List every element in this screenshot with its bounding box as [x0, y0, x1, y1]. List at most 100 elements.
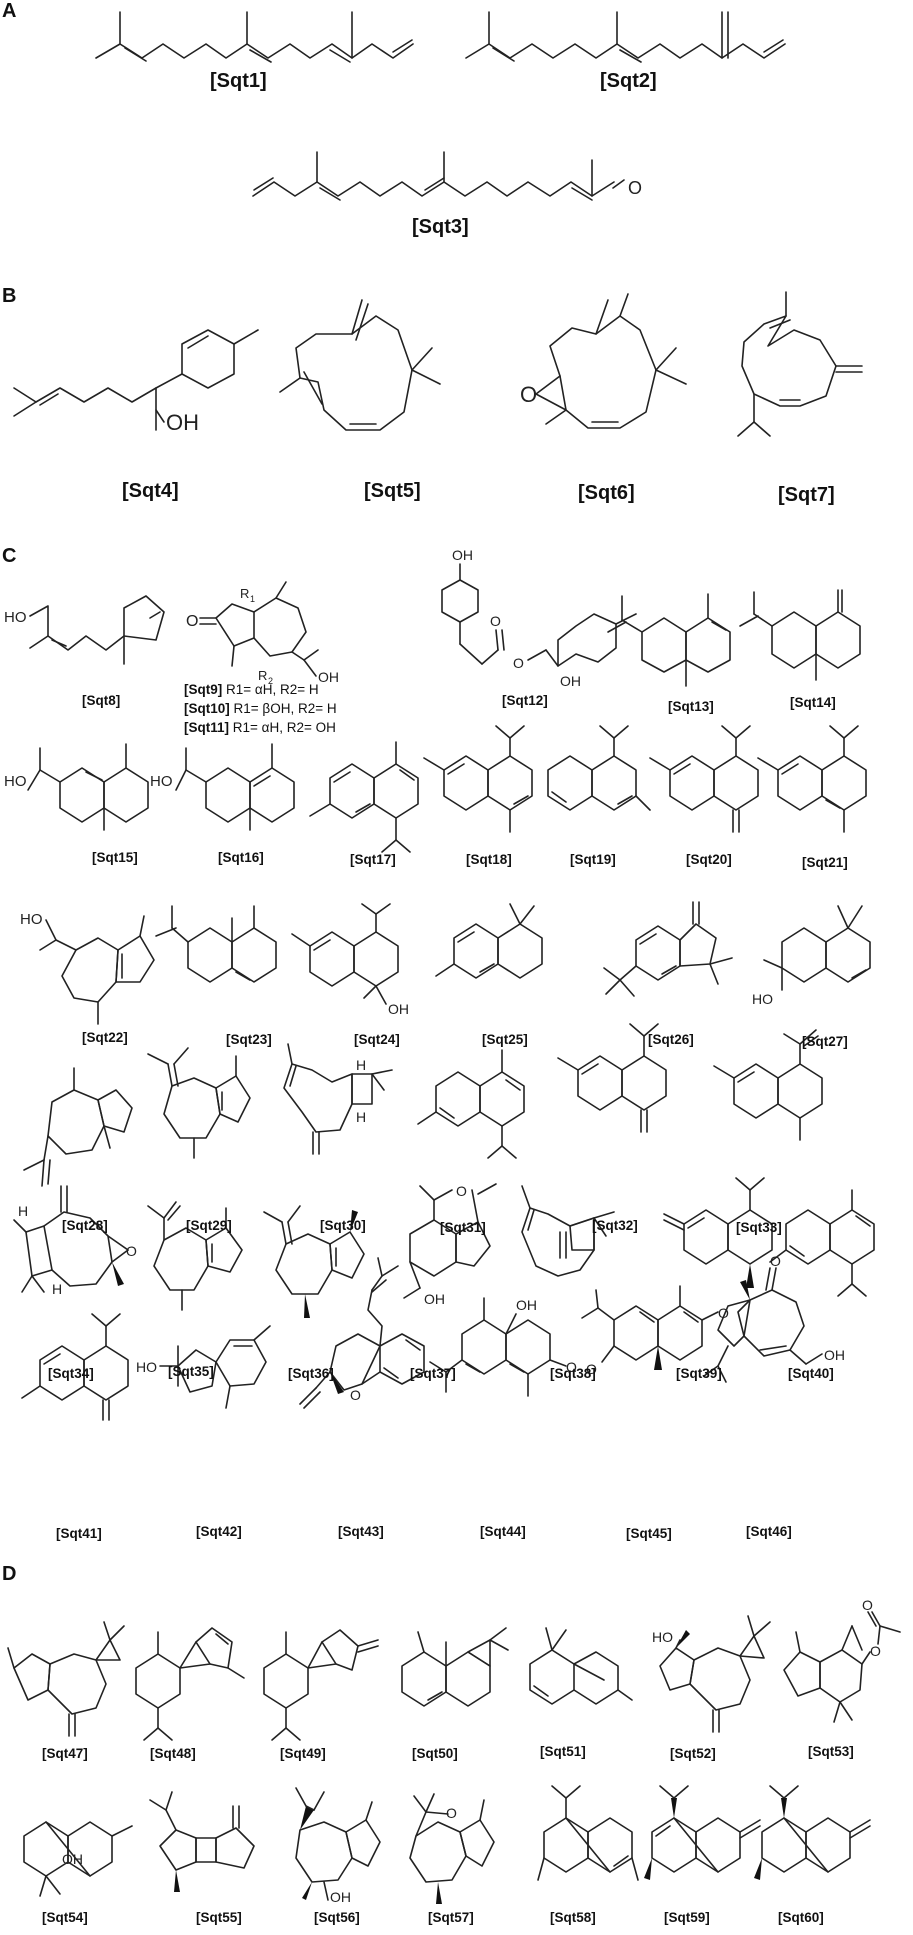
compound-label-sqt31: [Sqt31] — [440, 1220, 486, 1235]
structure-sqt16: HO — [150, 743, 295, 831]
structure-sqt59 — [644, 1785, 761, 1880]
compound-label-sqt12: [Sqt12] — [502, 693, 548, 708]
compound-label-sqt42: [Sqt42] — [196, 1524, 242, 1539]
compound-label-sqt54: [Sqt54] — [42, 1910, 88, 1925]
compound-label-sqt28: [Sqt28] — [62, 1218, 108, 1233]
compound-label-sqt22: [Sqt22] — [82, 1030, 128, 1045]
atom-o: O — [870, 1643, 881, 1659]
structure-sqt60 — [754, 1785, 871, 1880]
compound-label-sqt43: [Sqt43] — [338, 1524, 384, 1539]
atom-oh: OH — [424, 1291, 445, 1307]
compound-label-sqt7: [Sqt7] — [778, 484, 835, 506]
compound-label-sqt50: [Sqt50] — [412, 1746, 458, 1761]
atom-oh: OH — [388, 1001, 409, 1017]
compound-label-sqt19: [Sqt19] — [570, 852, 616, 867]
compound-label-sqt40: [Sqt40] — [788, 1366, 834, 1381]
atom-o: O — [186, 613, 198, 630]
compound-label-sqt29: [Sqt29] — [186, 1218, 232, 1233]
atom-oh: OH — [330, 1889, 351, 1905]
structure-sqt14 — [739, 589, 861, 681]
compound-label-sqt25: [Sqt25] — [482, 1032, 528, 1047]
compound-label-sqt1: [Sqt1] — [210, 70, 267, 92]
compound-label-sqt37: [Sqt37] — [410, 1366, 456, 1381]
compound-label-sqt39: [Sqt39] — [676, 1366, 722, 1381]
compound-label-sqt23: [Sqt23] — [226, 1032, 272, 1047]
structure-sqt54: OH — [23, 1821, 133, 1897]
structure-sqt22: HO — [20, 911, 155, 1025]
structure-sqt48 — [135, 1627, 245, 1741]
structure-sqt5 — [279, 299, 441, 431]
variant-description: R1= αH, R2= OH — [232, 720, 336, 735]
structure-sqt4: OH — [13, 329, 259, 435]
structure-sqt20 — [649, 725, 759, 833]
compound-label-sqt5: [Sqt5] — [364, 480, 421, 502]
compound-label-sqt59: [Sqt59] — [664, 1910, 710, 1925]
structure-sqt8: HO — [4, 595, 165, 665]
atom-oh: OH — [824, 1347, 845, 1363]
compound-label-sqt17: [Sqt17] — [350, 852, 396, 867]
compound-label-sqt16: [Sqt16] — [218, 850, 264, 865]
compound-label-sqt18: [Sqt18] — [466, 852, 512, 867]
structure-sqt13 — [607, 593, 731, 687]
structure-sqt2 — [465, 11, 786, 63]
compound-label-sqt51: [Sqt51] — [540, 1744, 586, 1759]
compound-label-sqt46: [Sqt46] — [746, 1524, 792, 1539]
section-label-d: D — [2, 1563, 17, 1585]
structure-sqt26 — [603, 901, 733, 997]
compound-label-sqt48: [Sqt48] — [150, 1746, 196, 1761]
structure-sqt49 — [263, 1629, 379, 1741]
structure-sqt25 — [435, 903, 543, 979]
atom-o: O — [718, 1305, 729, 1321]
atom-r1: R — [240, 586, 249, 601]
compound-label-sqt32: [Sqt32] — [592, 1218, 638, 1233]
structure-sqt12: OH O O OH — [441, 547, 637, 689]
compound-label-sqt56: [Sqt56] — [314, 1910, 360, 1925]
structure-sqt7 — [737, 291, 863, 437]
structure-sqt52: HO — [652, 1615, 771, 1733]
compound-label-sqt13: [Sqt13] — [668, 699, 714, 714]
atom-ho: HO — [136, 1359, 157, 1375]
atom-oh: OH — [62, 1851, 83, 1867]
structure-sqt21 — [757, 725, 867, 833]
atom-ho: HO — [150, 773, 173, 790]
atom-oh: OH — [166, 410, 199, 435]
atom-o: O — [490, 613, 501, 629]
atom-o: O — [350, 1387, 361, 1403]
compound-label-sqt36: [Sqt36] — [288, 1366, 334, 1381]
compound-label-sqt45: [Sqt45] — [626, 1526, 672, 1541]
atom-oh: OH — [516, 1297, 537, 1313]
atom-ho: HO — [20, 911, 43, 928]
variant-list-sqt9-11: [Sqt9] R1= αH, R2= H [Sqt10] R1= βOH, R2… — [184, 680, 337, 737]
section-label-b: B — [2, 285, 17, 307]
compound-label-sqt35: [Sqt35] — [168, 1364, 214, 1379]
atom-h: H — [356, 1057, 366, 1073]
structure-sqt45: O O — [581, 1285, 729, 1377]
structure-sqt27: HO — [752, 905, 871, 1007]
structure-sqt1 — [95, 11, 414, 63]
variant-label: [Sqt11] — [184, 720, 230, 735]
compound-label-sqt26: [Sqt26] — [648, 1032, 694, 1047]
compound-label-sqt57: [Sqt57] — [428, 1910, 474, 1925]
compound-label-sqt30: [Sqt30] — [320, 1218, 366, 1233]
compound-label-sqt44: [Sqt44] — [480, 1524, 526, 1539]
atom-o: O — [520, 382, 537, 407]
atom-oh: OH — [560, 673, 581, 689]
variant-label: [Sqt9] — [184, 682, 223, 697]
atom-o: O — [862, 1597, 873, 1613]
structure-sqt40 — [769, 1189, 875, 1297]
compound-label-sqt47: [Sqt47] — [42, 1746, 88, 1761]
compound-label-sqt33: [Sqt33] — [736, 1220, 782, 1235]
structure-sqt29 — [147, 1047, 251, 1159]
atom-h: H — [52, 1281, 62, 1297]
structure-sqt50 — [401, 1627, 509, 1707]
structure-sqt30: H H — [283, 1043, 393, 1155]
compound-label-sqt60: [Sqt60] — [778, 1910, 824, 1925]
structure-sqt19 — [547, 725, 651, 811]
atom-ho: HO — [4, 609, 27, 626]
compound-label-sqt34: [Sqt34] — [48, 1366, 94, 1381]
compound-label-sqt4: [Sqt4] — [122, 480, 179, 502]
structure-sqt18 — [423, 725, 533, 833]
atom-h: H — [356, 1109, 366, 1125]
compound-label-sqt58: [Sqt58] — [550, 1910, 596, 1925]
